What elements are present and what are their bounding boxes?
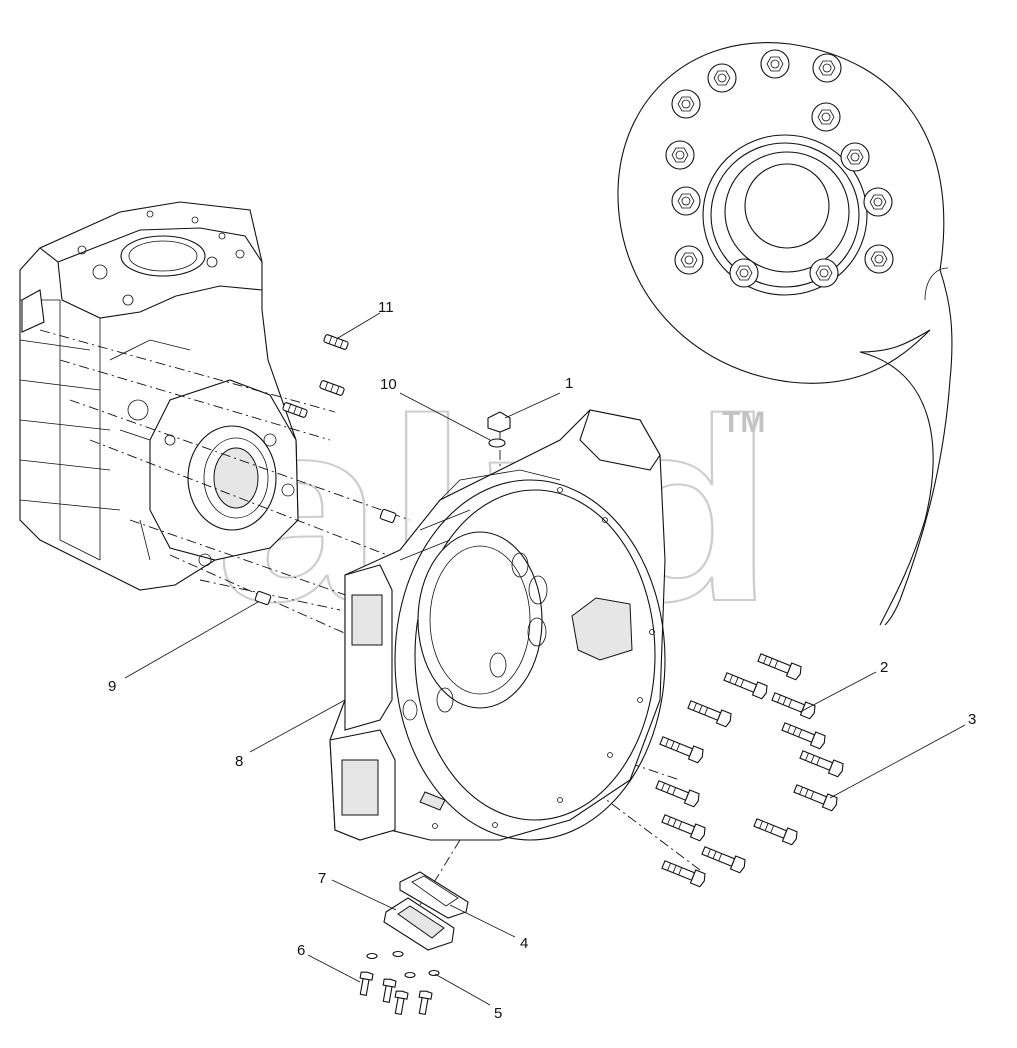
callout-3: 3 — [968, 711, 976, 728]
plug-and-seal — [487, 411, 511, 448]
housing-bolts — [655, 653, 844, 888]
detail-view-circle — [617, 42, 953, 626]
callout-1: 1 — [565, 375, 573, 392]
callout-4: 4 — [520, 935, 528, 952]
callout-7: 7 — [318, 870, 326, 887]
callout-11: 11 — [378, 299, 394, 316]
callout-5: 5 — [494, 1005, 502, 1022]
dowel-pins — [254, 334, 397, 606]
leader-lines — [124, 312, 966, 1006]
callout-6: 6 — [297, 942, 305, 959]
cover-plate-assembly — [359, 871, 469, 1016]
flywheel-housing — [329, 409, 666, 841]
callout-9: 9 — [108, 678, 116, 695]
callout-10: 10 — [380, 376, 397, 393]
watermark-trademark: TM — [722, 406, 765, 439]
callout-8: 8 — [235, 753, 243, 770]
callout-labels: 1 2 3 4 5 6 7 8 9 10 11 — [108, 299, 976, 1022]
detail-bolt-pattern — [665, 49, 894, 288]
engine-block — [19, 201, 299, 591]
callout-2: 2 — [880, 659, 888, 676]
